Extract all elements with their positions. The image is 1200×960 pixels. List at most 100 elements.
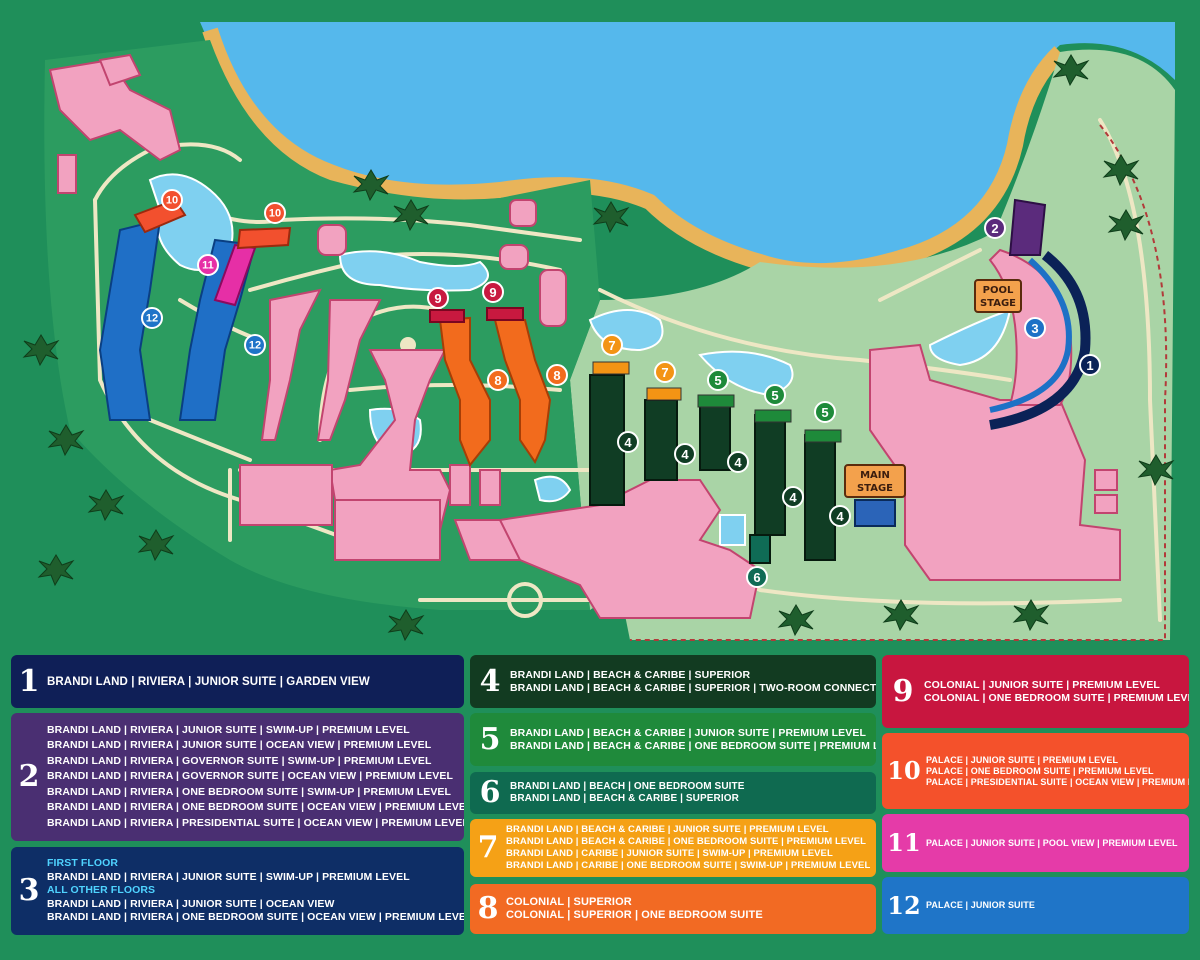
legend-item-12: 12 PALACE | JUNIOR SUITE (882, 877, 1189, 934)
legend-line: COLONIAL | ONE BEDROOM SUITE | PREMIUM L… (924, 691, 1189, 704)
legend-number: 11 (887, 828, 921, 857)
legend-line: BRANDI LAND | RIVIERA | ONE BEDROOM SUIT… (47, 785, 452, 798)
legend-number: 12 (887, 890, 921, 920)
resort-map: POOL STAGE MAIN STAGE 123444445556778899… (22, 22, 1175, 642)
map-marker-12[interactable]: 12 (141, 307, 163, 329)
map-marker-9[interactable]: 9 (427, 287, 449, 309)
map-marker-label: 1 (1086, 358, 1093, 373)
map-marker-circle (727, 451, 749, 473)
legend-item-11: 11 PALACE | JUNIOR SUITE | POOL VIEW | PR… (882, 814, 1189, 872)
map-marker-11[interactable]: 11 (197, 254, 219, 276)
map-marker-2[interactable]: 2 (984, 217, 1006, 239)
map-marker-circle (197, 254, 219, 276)
legend-number: 5 (479, 721, 501, 757)
map-marker-circle (244, 334, 266, 356)
map-marker-label: 10 (269, 208, 281, 220)
map-marker-4[interactable]: 4 (727, 451, 749, 473)
beach-suite-block (749, 534, 771, 564)
legend-line: BRANDI LAND | BEACH & CARIBE | SUPERIOR (510, 668, 751, 681)
legend-number: 3 (18, 873, 40, 908)
map-marker-label: 8 (553, 368, 560, 383)
map-marker-label: 5 (714, 373, 721, 388)
map-marker-7[interactable]: 7 (654, 361, 676, 383)
map-marker-circle (1079, 354, 1101, 376)
map-marker-4[interactable]: 4 (782, 486, 804, 508)
legend-item-9: 9 COLONIAL | JUNIOR SUITE | PREMIUM LEVEL… (882, 655, 1189, 728)
map-marker-label: 10 (166, 195, 178, 207)
legend-lines: BRANDI LAND | BEACH & CARIBE | JUNIOR SU… (510, 727, 876, 753)
map-marker-8[interactable]: 8 (546, 364, 568, 386)
legend-line: BRANDI LAND | RIVIERA | JUNIOR SUITE | G… (47, 675, 370, 688)
legend-line: BRANDI LAND | RIVIERA | JUNIOR SUITE | S… (47, 870, 410, 883)
legend-number: 1 (18, 663, 40, 699)
legend-line: COLONIAL | JUNIOR SUITE | PREMIUM LEVEL (924, 678, 1160, 691)
legend-lines: BRANDI LAND | RIVIERA | JUNIOR SUITE | G… (47, 675, 370, 689)
legend-line: BRANDI LAND | RIVIERA | GOVERNOR SUITE |… (47, 754, 432, 767)
riviera-swimup-building (989, 257, 1072, 413)
map-marker-label: 4 (624, 435, 632, 450)
map-marker-label: 3 (1031, 321, 1038, 336)
legend-item-1: 1 BRANDI LAND | RIVIERA | JUNIOR SUITE | … (11, 655, 464, 708)
legend-number: 6 (479, 775, 501, 810)
pool-stage-line-1: POOL (983, 285, 1014, 296)
palm-trees (22, 54, 1175, 642)
map-marker-4[interactable]: 4 (617, 431, 639, 453)
legend-line: PALACE | JUNIOR SUITE (926, 900, 1035, 910)
legend-line: BRANDI LAND | RIVIERA | JUNIOR SUITE | O… (47, 739, 432, 752)
beach (202, 27, 1066, 280)
premium-caps (592, 361, 842, 443)
map-marker-circle (814, 401, 836, 423)
legend-line: BRANDI LAND | RIVIERA | ONE BEDROOM SUIT… (47, 801, 464, 814)
caribe-buildings (589, 374, 836, 561)
map-marker-6[interactable]: 6 (746, 566, 768, 588)
map-marker-1[interactable]: 1 (1079, 354, 1101, 376)
main-stage-line-1: MAIN (860, 470, 890, 481)
legend-number: 9 (892, 673, 914, 709)
legend-number: 8 (477, 891, 499, 926)
legend-line: BRANDI LAND | RIVIERA | PRESIDENTIAL SUI… (47, 816, 464, 829)
map-marker-8[interactable]: 8 (487, 369, 509, 391)
map-marker-10[interactable]: 10 (264, 202, 286, 224)
pool-stage-sign: POOL STAGE (974, 279, 1022, 313)
map-marker-label: 9 (489, 285, 496, 300)
legend-item-6: 6 BRANDI LAND | BEACH | ONE BEDROOM SUITE… (470, 772, 876, 814)
legend-floor-note: FIRST FLOOR (47, 857, 119, 870)
legend-line: PALACE | ONE BEDROOM SUITE | PREMIUM LEV… (926, 765, 1154, 776)
map-marker-5[interactable]: 5 (764, 384, 786, 406)
legend-line: BRANDI LAND | BEACH & CARIBE | JUNIOR SU… (506, 824, 829, 835)
legend-line: BRANDI LAND | BEACH & CARIBE | ONE BEDRO… (510, 739, 876, 752)
map-marker-4[interactable]: 4 (829, 505, 851, 527)
map-marker-3[interactable]: 3 (1024, 317, 1046, 339)
map-marker-label: 9 (434, 291, 441, 306)
map-marker-circle (1024, 317, 1046, 339)
map-marker-circle (161, 189, 183, 211)
map-marker-label: 5 (821, 405, 828, 420)
colonial-premium-wings (429, 307, 524, 323)
map-marker-5[interactable]: 5 (814, 401, 836, 423)
legend-lines: BRANDI LAND | BEACH & CARIBE | JUNIOR SU… (506, 824, 870, 872)
property-line (630, 124, 1168, 641)
map-marker-5[interactable]: 5 (707, 369, 729, 391)
map-marker-9[interactable]: 9 (482, 281, 504, 303)
legend-line: BRANDI LAND | RIVIERA | JUNIOR SUITE | S… (47, 723, 410, 736)
map-marker-7[interactable]: 7 (601, 334, 623, 356)
legend-item-5: 5 BRANDI LAND | BEACH & CARIBE | JUNIOR S… (470, 713, 876, 766)
map-marker-4[interactable]: 4 (674, 443, 696, 465)
map-marker-circle (427, 287, 449, 309)
roundabout (507, 582, 543, 618)
map-marker-circle (141, 307, 163, 329)
pool-stage-line-2: STAGE (980, 298, 1016, 309)
legend-lines: PALACE | JUNIOR SUITE | POOL VIEW | PREM… (926, 838, 1178, 849)
map-marker-circle (487, 369, 509, 391)
legend-floor-note: ALL OTHER FLOORS (47, 884, 156, 897)
map-marker-12[interactable]: 12 (244, 334, 266, 356)
map-marker-10[interactable]: 10 (161, 189, 183, 211)
